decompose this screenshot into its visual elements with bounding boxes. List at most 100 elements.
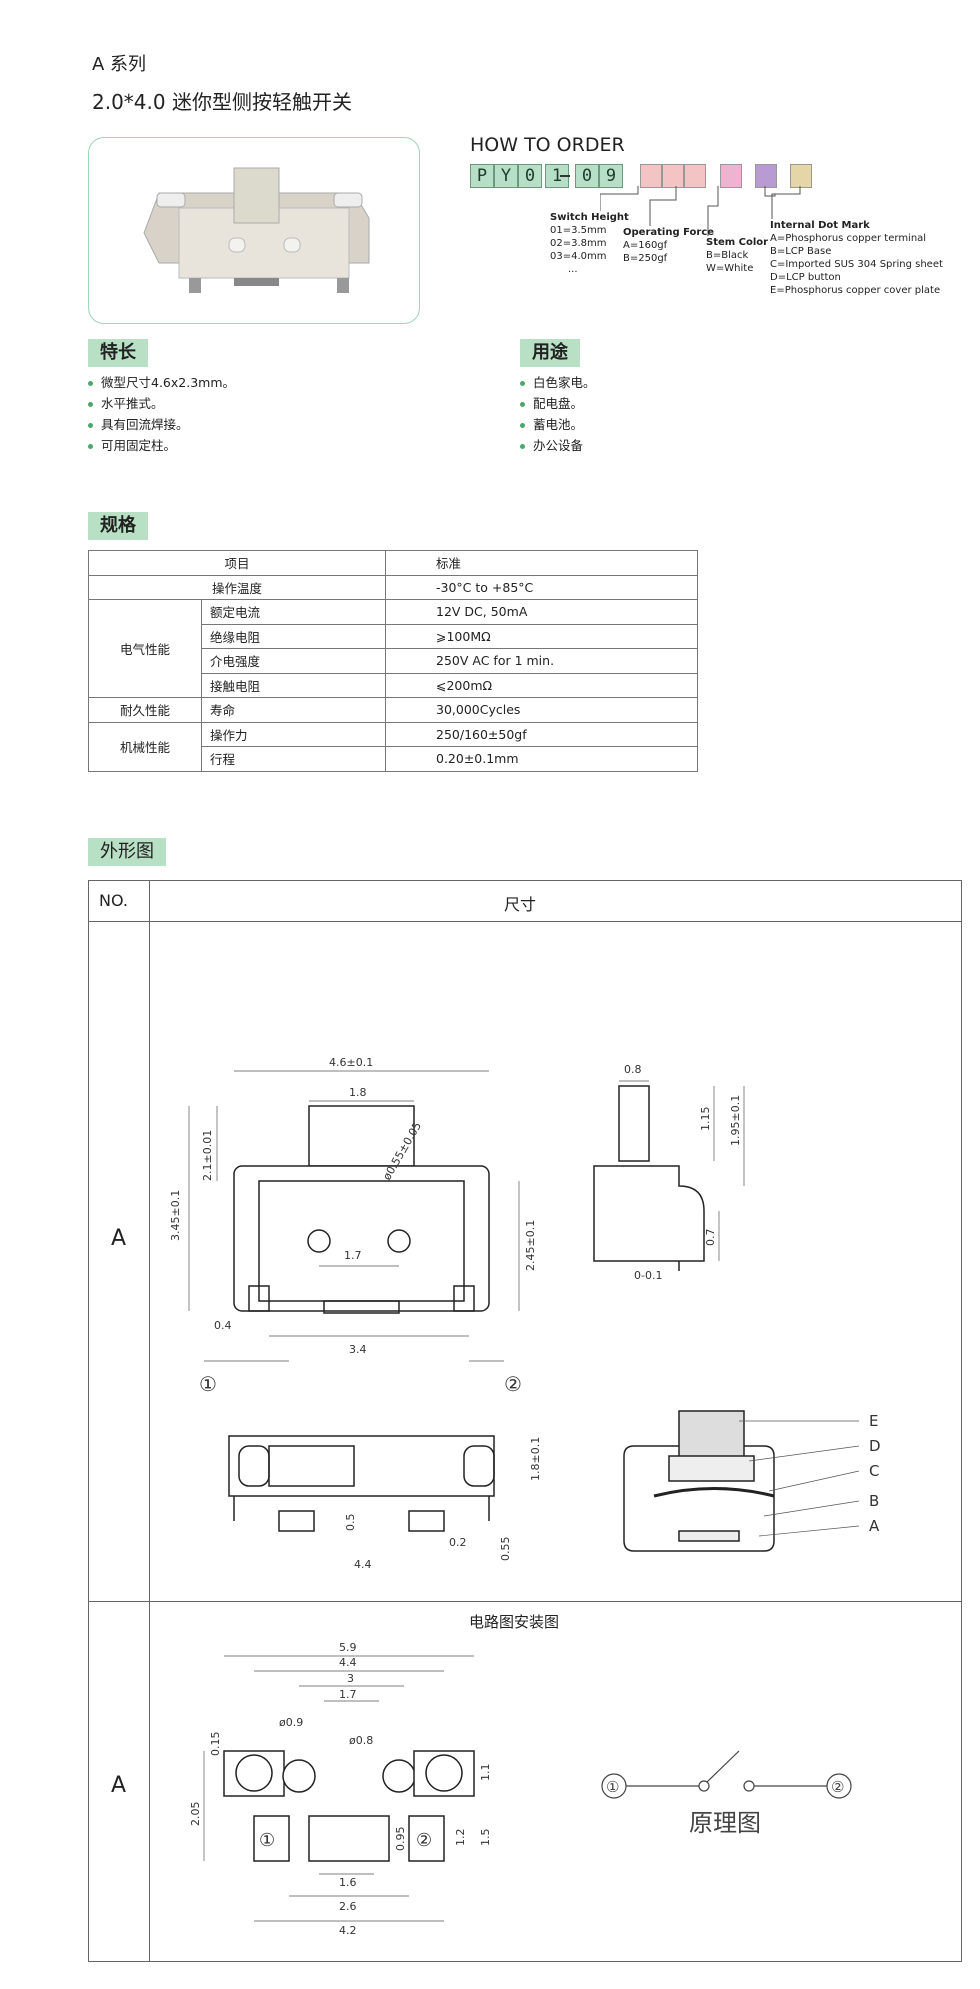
terminal-2-label: ② [831,1778,844,1796]
dim-label: 1.1 [479,1764,492,1782]
order-code-char: 0 [518,164,542,188]
dim-label: 1.8 [349,1086,367,1099]
table-row: 项目标准 [88,550,698,576]
dim-label: 0.15 [209,1732,222,1757]
dim-label: 0.8 [624,1063,642,1076]
dim-label: 3.4 [349,1343,367,1356]
order-option-box [640,164,662,188]
front-view [233,1105,490,1314]
operating-force-block: Operating Force A=160gf B=250gf [623,227,715,264]
table-row: 电气性能额定电流 12V DC, 50mA [88,599,698,698]
dim-label: 5.9 [339,1641,357,1654]
cross-section-view [623,1410,775,1552]
product-photo-frame [88,137,420,324]
layer-label: E [869,1412,878,1430]
dim-label: 1.8±0.1 [529,1437,542,1481]
spec-heading: 规格 [88,512,148,540]
code-dash [560,175,570,177]
dim-label: 4.6±0.1 [329,1056,373,1069]
features-heading: 特长 [88,339,148,367]
order-code-char: 0 [575,164,599,188]
use-item: 办公设备 [520,435,583,454]
bottom-view [228,1435,495,1532]
table-row: 接触电阻⩽200mΩ [89,672,698,698]
dim-label: 4.2 [339,1924,357,1937]
circuit-title: 电路图安装图 [469,1613,560,1631]
dim-label: 2.1±0.01 [201,1130,214,1181]
use-item: 蓄电池。 [520,414,583,433]
layer-label: C [869,1462,879,1480]
order-option-box [720,164,742,188]
order-option-box [662,164,684,188]
dim-label: 1.15 [699,1107,712,1132]
product-title: 2.0*4.0 迷你型侧按轻触开关 [92,90,352,114]
pad-1-label: ① [259,1830,275,1851]
dim-label: 1.5 [479,1829,492,1847]
size-header: 尺寸 [504,895,537,914]
switch-height-block: Switch Height 01=3.5mm 02=3.8mm 03=4.0mm… [550,212,629,275]
dim-label: 0.2 [449,1536,467,1549]
dim-label: ø0.8 [349,1734,373,1747]
dim-label: 0-0.1 [634,1269,662,1282]
product-photo [143,167,370,293]
feature-item: 具有回流焊接。 [88,414,189,433]
pad-2-label: ② [416,1830,432,1851]
order-code-char: Y [494,164,518,188]
dim-label: ø0.9 [279,1716,303,1729]
dim-label: 1.2 [454,1829,467,1847]
series-label: A 系列 [92,54,147,75]
layer-label: D [869,1437,881,1455]
layer-label: A [869,1517,880,1535]
order-option-box [790,164,812,188]
outline-drawing-table: NO. 尺寸 A A 电路图安装图 4.6±0.1 [88,880,962,1962]
row-a-label-2: A [111,1773,127,1798]
dim-label: 1.7 [344,1249,362,1262]
table-row: 绝缘电阻⩾100MΩ [89,623,698,649]
dim-label: 1.95±0.1 [729,1095,742,1146]
row-divider [89,1601,961,1602]
feature-item: 微型尺寸4.6x2.3mm。 [88,372,235,391]
terminal-2-label: ② [504,1372,522,1396]
dot-mark-block: Internal Dot Mark A=Phosphorus copper te… [770,220,943,296]
order-option-box [755,164,777,188]
dim-label: 1.6 [339,1876,357,1889]
spec-table: 项目标准 操作温度-30°C to +85°C 电气性能额定电流 12V DC,… [88,550,698,772]
order-code-char: 9 [599,164,623,188]
circuit-schematic [601,1750,852,1799]
dim-label: 4.4 [354,1558,372,1571]
use-item: 配电盘。 [520,393,583,412]
feature-item: 可用固定柱。 [88,435,176,454]
dim-label: 1.7 [339,1688,357,1701]
pcb-layout-drawing: 5.9 4.4 3 1.7 ø0.9 ø0.8 0.15 2.05 1.1 1.… [189,1641,852,1937]
no-header: NO. [99,891,128,910]
dim-label: 2.05 [189,1802,202,1827]
terminal-1-label: ① [606,1778,619,1796]
mechanical-drawing: 4.6±0.1 1.8 3.45±0.1 2.1±0.01 ø0.55±0.05… [169,1056,881,1571]
row-divider [89,921,961,922]
dim-label: 2.45±0.1 [524,1220,537,1271]
dim-label: 4.4 [339,1656,357,1669]
dim-label: 0.5 [344,1514,357,1532]
dim-label: 0.7 [704,1229,717,1247]
table-row: 操作温度-30°C to +85°C [88,574,698,600]
dim-label: 0.4 [214,1319,232,1332]
column-divider [149,881,150,1961]
use-item: 白色家电。 [520,372,596,391]
dim-label: 0.55 [499,1537,512,1562]
dim-label: 0.95 [394,1827,407,1852]
row-a-label: A [111,1226,127,1251]
side-view [593,1085,705,1271]
dim-label: 3 [347,1672,354,1685]
terminal-1-label: ① [199,1372,217,1396]
layer-label: B [869,1492,879,1510]
order-leader-lines [600,186,801,236]
feature-item: 水平推式。 [88,393,164,412]
uses-heading: 用途 [520,339,580,367]
order-option-box [684,164,706,188]
stem-color-block: Stem Color B=Black W=White [706,237,769,274]
dim-label: 3.45±0.1 [169,1190,182,1241]
